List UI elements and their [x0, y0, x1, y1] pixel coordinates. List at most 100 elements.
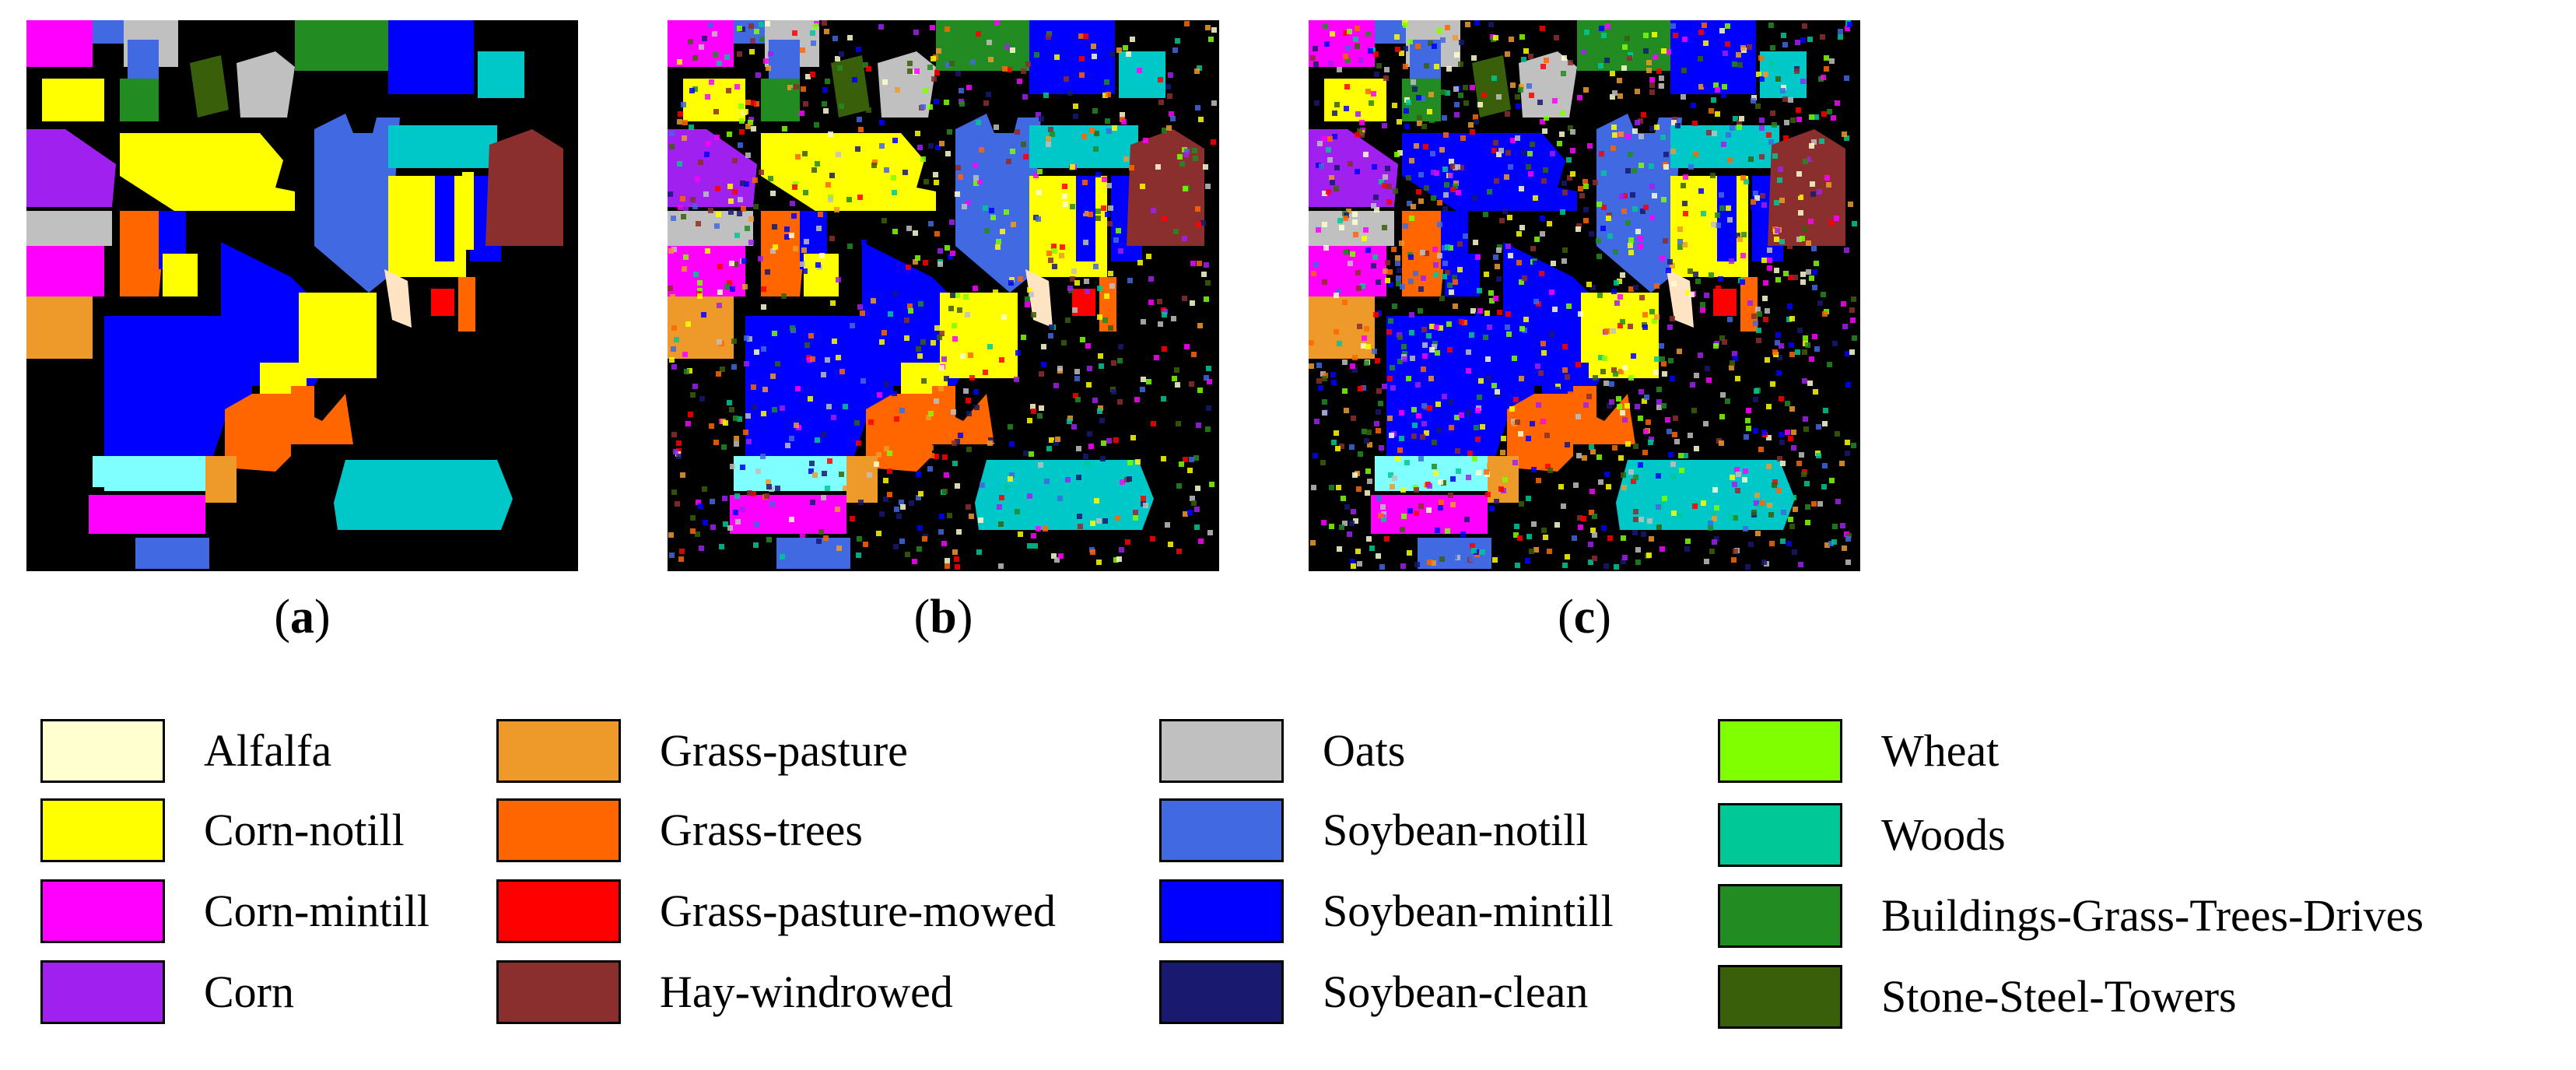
noise-pixel	[1730, 360, 1735, 366]
noise-pixel	[1137, 68, 1142, 73]
noise-pixel	[905, 552, 910, 557]
noise-pixel	[813, 23, 818, 29]
noise-pixel	[791, 213, 797, 219]
noise-pixel	[1421, 367, 1426, 372]
noise-pixel	[1609, 399, 1614, 405]
noise-pixel	[899, 408, 905, 413]
noise-pixel	[1698, 353, 1703, 358]
noise-pixel	[847, 244, 853, 249]
noise-pixel	[983, 205, 988, 211]
noise-pixel	[934, 454, 939, 459]
noise-pixel	[1445, 90, 1450, 96]
noise-pixel	[1805, 342, 1810, 348]
noise-pixel	[1475, 437, 1481, 442]
noise-pixel	[1143, 138, 1148, 143]
noise-pixel	[1476, 470, 1481, 475]
noise-pixel	[1037, 169, 1043, 174]
legend-item-corn-mintill: Corn-mintill	[40, 878, 429, 945]
noise-pixel	[962, 204, 967, 209]
noise-pixel	[1171, 316, 1176, 321]
noise-pixel	[1502, 209, 1508, 214]
noise-pixel	[1791, 495, 1796, 500]
noise-pixel	[1097, 314, 1102, 320]
noise-pixel	[748, 120, 753, 125]
noise-pixel	[1322, 222, 1327, 227]
noise-pixel	[1621, 485, 1627, 490]
noise-pixel	[1515, 94, 1520, 100]
noise-pixel	[1740, 279, 1745, 285]
noise-pixel	[1407, 39, 1413, 44]
noise-pixel	[1437, 253, 1442, 258]
noise-pixel	[1661, 361, 1667, 367]
noise-pixel	[1786, 541, 1792, 546]
noise-pixel	[1076, 446, 1081, 451]
noise-pixel	[1358, 451, 1363, 457]
noise-pixel	[1177, 154, 1183, 160]
noise-pixel	[839, 103, 844, 109]
noise-pixel	[1022, 94, 1028, 100]
noise-pixel	[1409, 312, 1414, 317]
noise-pixel	[938, 529, 944, 535]
legend-item-grass-pasture-mowed: Grass-pasture-mowed	[496, 878, 1056, 945]
noise-pixel	[1719, 440, 1724, 446]
noise-pixel	[850, 323, 855, 328]
noise-pixel	[1448, 173, 1453, 178]
noise-pixel	[1735, 488, 1740, 493]
noise-pixel	[794, 423, 799, 428]
noise-pixel	[692, 86, 698, 92]
noise-pixel	[1809, 275, 1814, 281]
noise-pixel	[1434, 64, 1439, 69]
noise-pixel	[1581, 49, 1586, 54]
noise-pixel	[1549, 289, 1554, 295]
noise-pixel	[1497, 310, 1502, 315]
noise-pixel	[1628, 243, 1633, 248]
noise-pixel	[1802, 349, 1807, 355]
noise-pixel	[1737, 125, 1742, 130]
noise-pixel	[1845, 382, 1851, 388]
noise-pixel	[1544, 115, 1549, 121]
noise-pixel	[1807, 37, 1813, 42]
noise-pixel	[1396, 281, 1401, 286]
noise-pixel	[763, 58, 769, 64]
noise-pixel	[1195, 105, 1200, 111]
noise-pixel	[928, 445, 934, 451]
noise-pixel	[1706, 130, 1712, 135]
noise-pixel	[1828, 220, 1834, 226]
noise-pixel	[1714, 536, 1719, 542]
noise-pixel	[1065, 477, 1071, 482]
noise-pixel	[1496, 94, 1502, 100]
noise-pixel	[1492, 557, 1498, 563]
noise-pixel	[1474, 425, 1479, 430]
noise-pixel	[1628, 152, 1633, 157]
noise-pixel	[1083, 33, 1088, 39]
noise-pixel	[1753, 428, 1758, 433]
noise-pixel	[671, 432, 677, 437]
noise-pixel	[682, 120, 688, 125]
noise-pixel	[1104, 51, 1109, 56]
noise-pixel	[1478, 378, 1484, 384]
noise-pixel	[1673, 416, 1678, 421]
noise-pixel	[1077, 514, 1082, 519]
noise-pixel	[1526, 534, 1532, 539]
noise-pixel	[1158, 100, 1164, 105]
noise-pixel	[1078, 524, 1083, 529]
noise-pixel	[1851, 296, 1856, 302]
noise-pixel	[1666, 49, 1671, 54]
noise-pixel	[1844, 247, 1849, 253]
noise-pixel	[1439, 500, 1444, 505]
noise-pixel	[1339, 444, 1344, 449]
noise-pixel	[1205, 426, 1211, 432]
noise-pixel	[710, 524, 716, 530]
noise-pixel	[1006, 159, 1011, 164]
noise-pixel	[1161, 456, 1166, 461]
noise-pixel	[1025, 61, 1031, 67]
noise-pixel	[1756, 72, 1761, 77]
noise-pixel	[1611, 367, 1617, 373]
noise-pixel	[1550, 151, 1555, 156]
noise-pixel	[1410, 504, 1415, 510]
noise-pixel	[1645, 419, 1651, 425]
noise-pixel	[1754, 493, 1760, 498]
noise-pixel	[744, 335, 749, 341]
noise-pixel	[1416, 413, 1421, 419]
noise-pixel	[1432, 247, 1438, 252]
